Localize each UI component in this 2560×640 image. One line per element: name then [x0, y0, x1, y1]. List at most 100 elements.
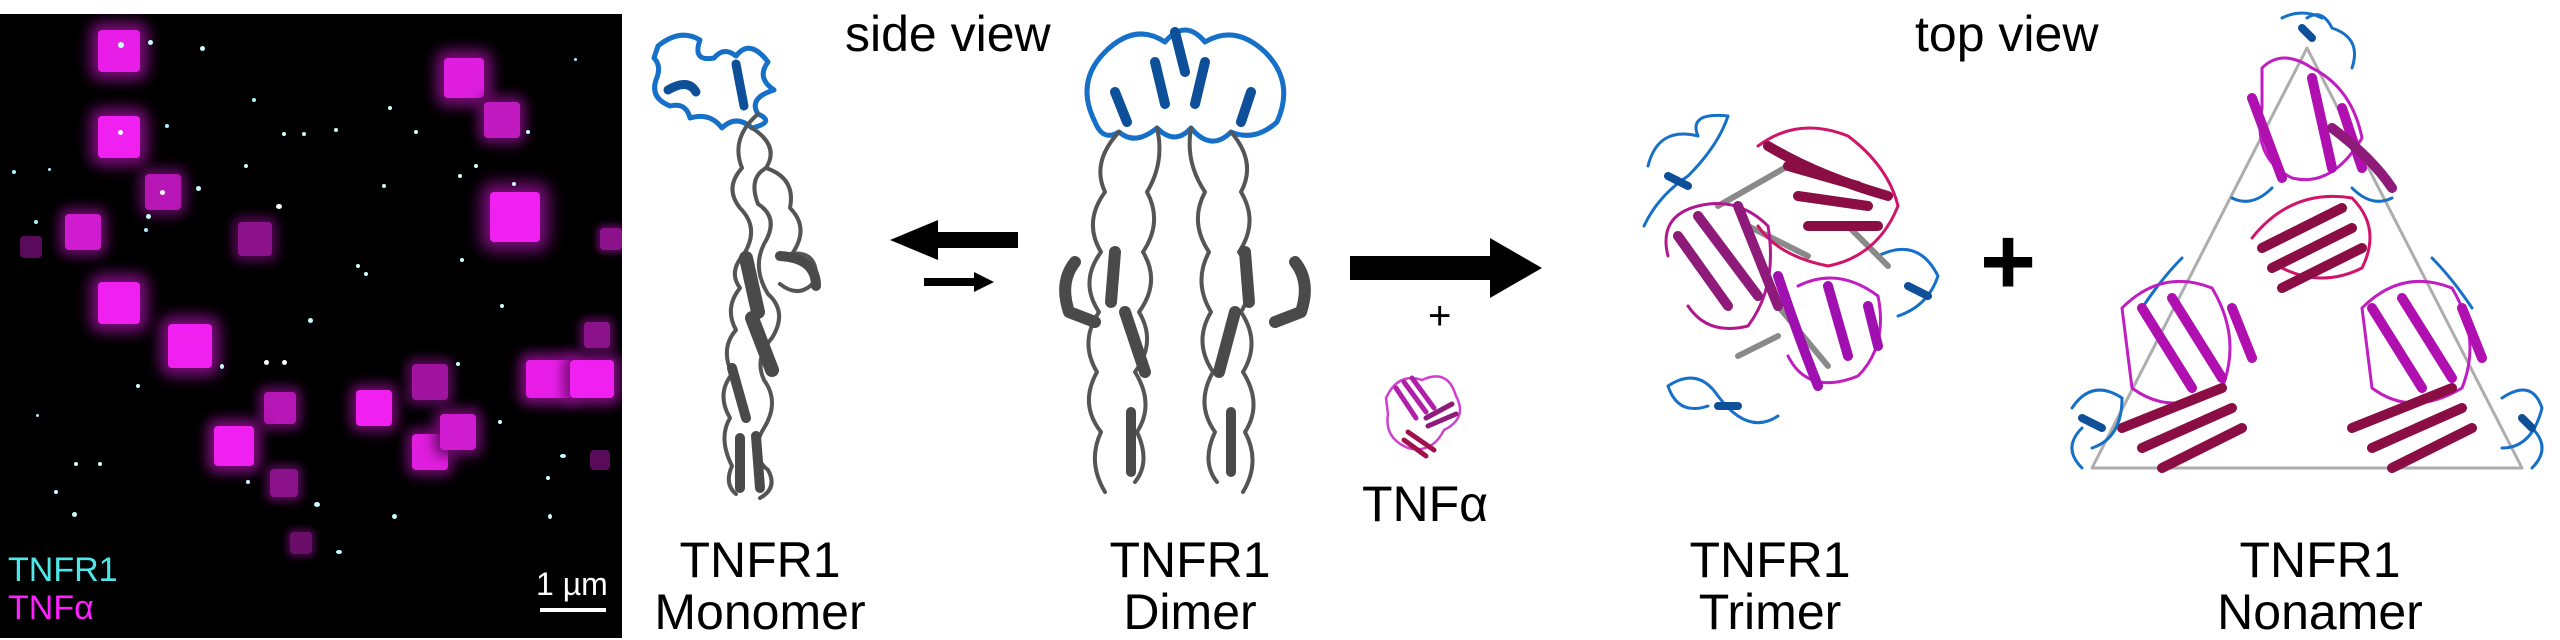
tnfr1-spot [548, 514, 552, 519]
tnfa-cluster [290, 532, 312, 554]
nonamer-caption: TNFR1 Nonamer [2190, 534, 2450, 638]
tnfr1-spot [512, 182, 516, 186]
tnfr1-dimer-structure-icon [1059, 27, 1311, 494]
reaction-arrow-icon [1350, 238, 1542, 298]
tnfr1-spot [458, 174, 462, 178]
tnfr1-spot [252, 98, 256, 102]
tnfr1-spot [12, 170, 16, 174]
tnfa-label: TNFα [1361, 476, 1489, 532]
tnfr1-spot [500, 304, 504, 308]
legend-tnfr1: TNFR1 [8, 551, 118, 589]
tnfa-cluster [238, 222, 272, 256]
tnfr1-spot [474, 164, 478, 168]
tnfa-cluster [570, 360, 614, 398]
tnfr1-spot [282, 132, 286, 136]
plus-sign-small: + [1428, 294, 1452, 338]
monomer-caption-line1: TNFR1 [679, 532, 841, 588]
tnfa-cluster [98, 282, 140, 324]
tnfr1-monomer-structure-icon [651, 32, 821, 500]
tnfr1-spot [456, 362, 460, 366]
tnfr1-spot [220, 364, 224, 369]
plus-sign-large: + [1980, 208, 2037, 315]
tnfa-cluster [264, 392, 296, 424]
tnfr1-spot [72, 512, 77, 517]
nonamer-caption-line2: Nonamer [2217, 584, 2423, 640]
tnfa-cluster [65, 214, 101, 250]
tnfa-cluster [590, 450, 610, 470]
tnfr1-spot [314, 502, 320, 507]
tnfr1-spot [148, 40, 153, 45]
tnfa-cluster [440, 414, 476, 450]
top-view-label: top view [1915, 6, 2099, 62]
nonamer-caption-line1: TNFR1 [2239, 532, 2401, 588]
tnfr1-spot [560, 454, 566, 458]
tnfr1-spot [526, 130, 530, 134]
dimer-caption-line2: Dimer [1123, 584, 1257, 640]
tnfr1-spot [308, 318, 313, 323]
scale-bar [540, 608, 606, 612]
tnfr1-spot [98, 462, 102, 466]
dimer-caption-line1: TNFR1 [1109, 532, 1271, 588]
tnfa-structure-icon [1384, 375, 1462, 459]
tnfr1-spot [302, 132, 306, 136]
tnfa-cluster [490, 192, 540, 242]
tnfr1-spot [336, 550, 342, 554]
tnfa-cluster [600, 228, 622, 250]
tnfr1-spot [144, 228, 148, 232]
tnfr1-spot [118, 130, 123, 135]
tnfa-cluster [270, 469, 298, 497]
tnfr1-spot [334, 128, 338, 132]
tnfr1-nonamer-structure-icon [2070, 11, 2544, 473]
tnfr1-spot [276, 204, 282, 209]
trimer-caption-line2: Trimer [1698, 584, 1842, 640]
tnfr1-spot [546, 476, 550, 480]
tnfa-cluster [526, 360, 572, 398]
tnfr1-spot [264, 360, 269, 365]
tnfa-cluster [484, 102, 520, 138]
tnfr1-spot [74, 462, 78, 466]
tnfr1-spot [460, 258, 464, 262]
tnfr1-spot [160, 190, 165, 195]
tnfr1-spot [146, 214, 151, 219]
tnfa-cluster [98, 30, 140, 72]
tnfr1-spot [392, 514, 397, 519]
tnfr1-trimer-structure-icon [1642, 113, 1940, 425]
tnfr1-spot [356, 264, 360, 268]
tnfa-cluster [98, 116, 140, 158]
tnfa-cluster [412, 364, 448, 400]
tnfr1-spot [282, 360, 287, 365]
tnfr1-spot [414, 130, 418, 134]
tnfr1-spot [165, 124, 169, 128]
trimer-caption: TNFR1 Trimer [1650, 534, 1890, 638]
dimer-caption: TNFR1 Dimer [1070, 534, 1310, 638]
tnfr1-spot [54, 490, 58, 494]
trimer-caption-line1: TNFR1 [1689, 532, 1851, 588]
tnfa-cluster [168, 324, 212, 368]
tnfr1-spot [388, 106, 392, 110]
tnfr1-spot [196, 186, 201, 191]
tnfr1-spot [136, 384, 140, 388]
tnfa-cluster [584, 322, 610, 348]
equilibrium-arrows-icon [890, 220, 1018, 292]
tnfr1-spot [364, 272, 368, 276]
monomer-caption: TNFR1 Monomer [640, 534, 880, 638]
tnfr1-spot [246, 480, 250, 484]
tnfa-cluster [444, 58, 484, 98]
tnfr1-spot [200, 46, 205, 51]
tnfr1-spot [244, 164, 248, 168]
tnfa-cluster [214, 426, 254, 466]
tnfa-cluster [20, 236, 42, 258]
tnfr1-spot [36, 414, 39, 417]
tnfr1-spot [574, 58, 577, 61]
tnfr1-spot [34, 220, 38, 224]
tnfr1-spot [118, 42, 124, 48]
monomer-caption-line2: Monomer [654, 584, 866, 640]
tnfr1-spot [48, 168, 51, 171]
microscopy-image-panel: TNFR1 TNFα 1 µm [0, 14, 622, 638]
tnfa-cluster [356, 390, 392, 426]
tnfr1-spot [498, 420, 502, 424]
tnfr1-spot [382, 184, 386, 188]
legend-tnfa: TNFα [8, 589, 94, 627]
side-view-label: side view [845, 6, 1051, 62]
scale-bar-label: 1 µm [536, 566, 608, 602]
